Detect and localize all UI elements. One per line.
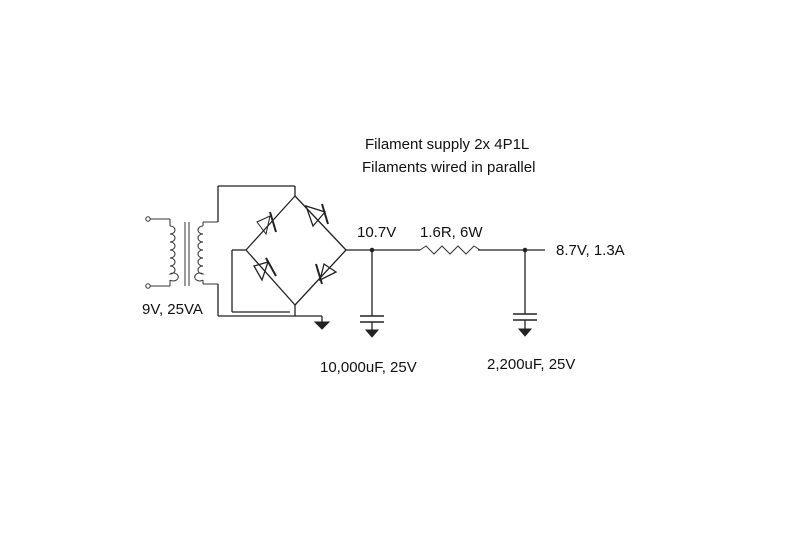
transformer-label: 9V, 25VA	[142, 301, 203, 318]
transformer-core	[184, 222, 190, 286]
resistor-label: 1.6R, 6W	[420, 224, 483, 241]
capacitor-2-label: 2,200uF, 25V	[487, 356, 576, 373]
diode-1	[256, 211, 277, 236]
transformer-secondary	[194, 185, 296, 317]
rectified-voltage-label: 10.7V	[357, 224, 397, 241]
diagram-title-line2: Filaments wired in parallel	[362, 159, 536, 176]
capacitor-1	[360, 250, 384, 338]
bridge-rectifier	[231, 195, 347, 317]
diode-2	[304, 203, 329, 228]
transformer-primary	[145, 216, 179, 289]
diode-4	[315, 262, 338, 285]
output-label: 8.7V, 1.3A	[556, 242, 625, 259]
capacitor-1-label: 10,000uF, 25V	[320, 359, 417, 376]
positive-rail	[346, 245, 545, 255]
ground-symbol-bridge	[313, 316, 331, 330]
diode-3	[253, 257, 277, 282]
diagram-title-line1: Filament supply 2x 4P1L	[365, 136, 530, 153]
capacitor-2	[513, 250, 537, 337]
